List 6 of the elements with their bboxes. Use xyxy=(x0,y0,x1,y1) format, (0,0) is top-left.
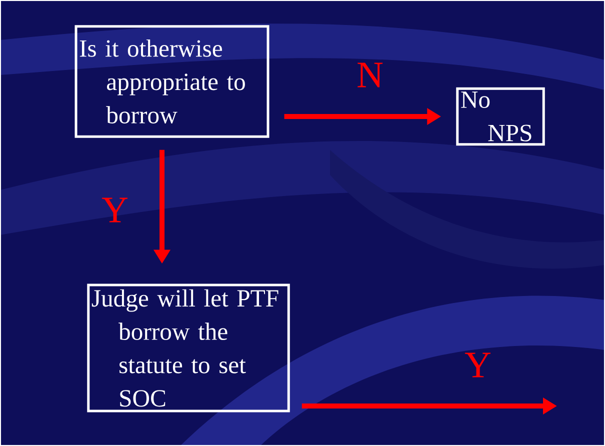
text-box: No NPS xyxy=(456,87,545,146)
edge-label: N xyxy=(358,62,383,88)
edge-label: Y xyxy=(102,198,128,222)
text-box: Judge will let PTF borrow the statute to set SOC xyxy=(87,284,290,412)
edge-label: Y xyxy=(464,352,491,378)
text-box: Is it otherwise appropriate to borrow xyxy=(74,25,270,138)
